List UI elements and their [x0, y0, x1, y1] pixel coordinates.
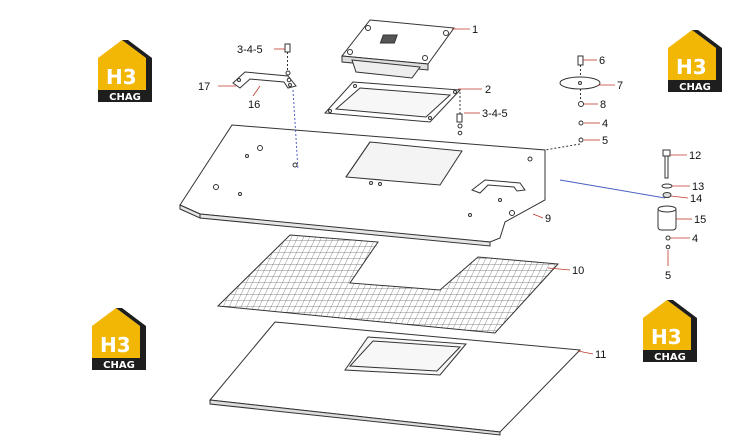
callout-4-upper: 4	[602, 118, 608, 130]
callout-3-4-5-left: 3-4-5	[237, 44, 263, 56]
leader-lines	[218, 28, 692, 355]
callout-5-upper: 5	[602, 135, 608, 147]
logo-mark: H3	[106, 65, 137, 89]
part-1-top-cover	[341, 19, 455, 79]
bolt-stack-frame	[456, 92, 463, 136]
logo-text: CHAG	[654, 352, 686, 363]
callout-13: 13	[692, 181, 704, 193]
part-10-grid-mesh	[216, 234, 560, 334]
post-stack	[559, 149, 677, 250]
logo-mark: H3	[651, 325, 682, 349]
callout-17: 17	[198, 81, 210, 93]
callout-5-lower: 5	[665, 270, 671, 282]
callout-4-lower: 4	[692, 233, 698, 245]
callout-7: 7	[617, 80, 623, 92]
callout-16: 16	[248, 99, 260, 111]
callout-3-4-5-frame: 3-4-5	[482, 108, 508, 120]
part-16-handle-bracket	[232, 71, 297, 89]
logo-mark: H3	[676, 55, 707, 79]
logo-text: CHAG	[103, 360, 135, 371]
part-2-frame	[323, 81, 462, 123]
logo-text: CHAG	[109, 92, 141, 103]
callout-12: 12	[689, 150, 701, 162]
brand-logo-bottom-right: H3 CHAG	[643, 300, 697, 363]
part-11-floor-mat	[209, 321, 582, 436]
callout-14: 14	[690, 193, 702, 205]
round-plate-stack	[544, 55, 601, 151]
callout-10: 10	[572, 265, 584, 277]
callout-9: 9	[545, 213, 551, 225]
brand-logo-top-left: H3 CHAG	[98, 40, 152, 103]
callout-2: 2	[485, 84, 491, 96]
callout-1: 1	[472, 24, 478, 36]
brand-logo-bottom-left: H3 CHAG	[92, 308, 146, 371]
brand-logo-top-right: H3 CHAG	[668, 30, 722, 93]
bolt-stack-left	[284, 43, 299, 171]
part-9-floor-plate	[179, 124, 546, 247]
logo-mark: H3	[100, 333, 131, 357]
callout-11: 11	[595, 349, 606, 361]
logo-text: CHAG	[679, 82, 711, 93]
callout-15: 15	[694, 214, 706, 226]
callout-6: 6	[599, 55, 605, 67]
callout-8: 8	[600, 99, 606, 111]
